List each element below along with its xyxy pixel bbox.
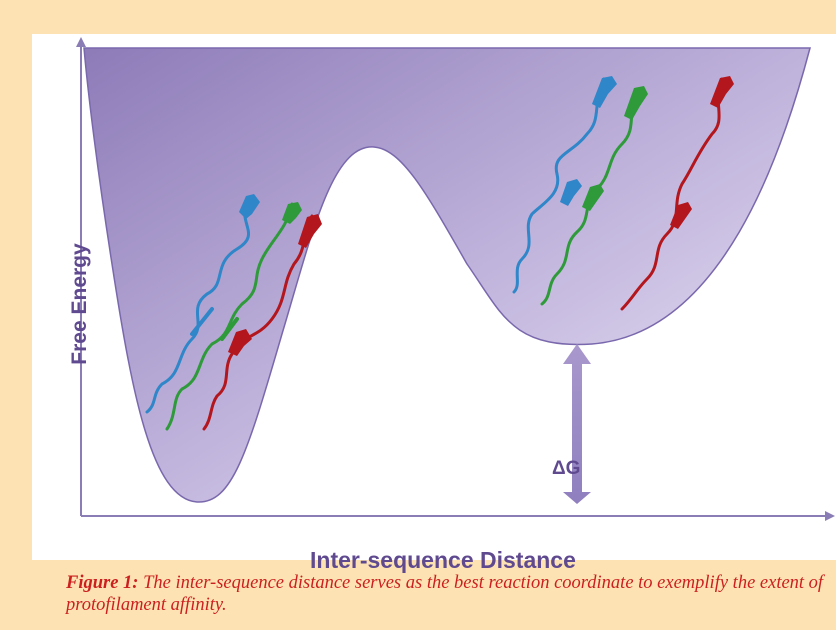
y-axis-arrowhead — [76, 37, 86, 47]
energy-landscape-diagram — [76, 37, 835, 521]
figure-panel: Free Energy ΔG Inter-sequence Distance — [32, 34, 836, 573]
delta-g-label: ΔG — [552, 458, 581, 479]
caption-label: Figure 1: — [66, 573, 139, 593]
figure-caption: Figure 1: The inter-sequence distance se… — [66, 572, 826, 616]
caption-text: The inter-sequence distance serves as th… — [66, 573, 824, 615]
protein-strand-icon — [145, 194, 322, 431]
y-axis-label: Free Energy — [68, 243, 91, 365]
protein-strand-icon — [512, 76, 734, 311]
x-axis-label: Inter-sequence Distance — [310, 547, 576, 573]
free-energy-curve — [83, 47, 811, 503]
double-headed-arrow-icon — [563, 344, 591, 504]
x-axis-arrowhead — [825, 511, 835, 521]
